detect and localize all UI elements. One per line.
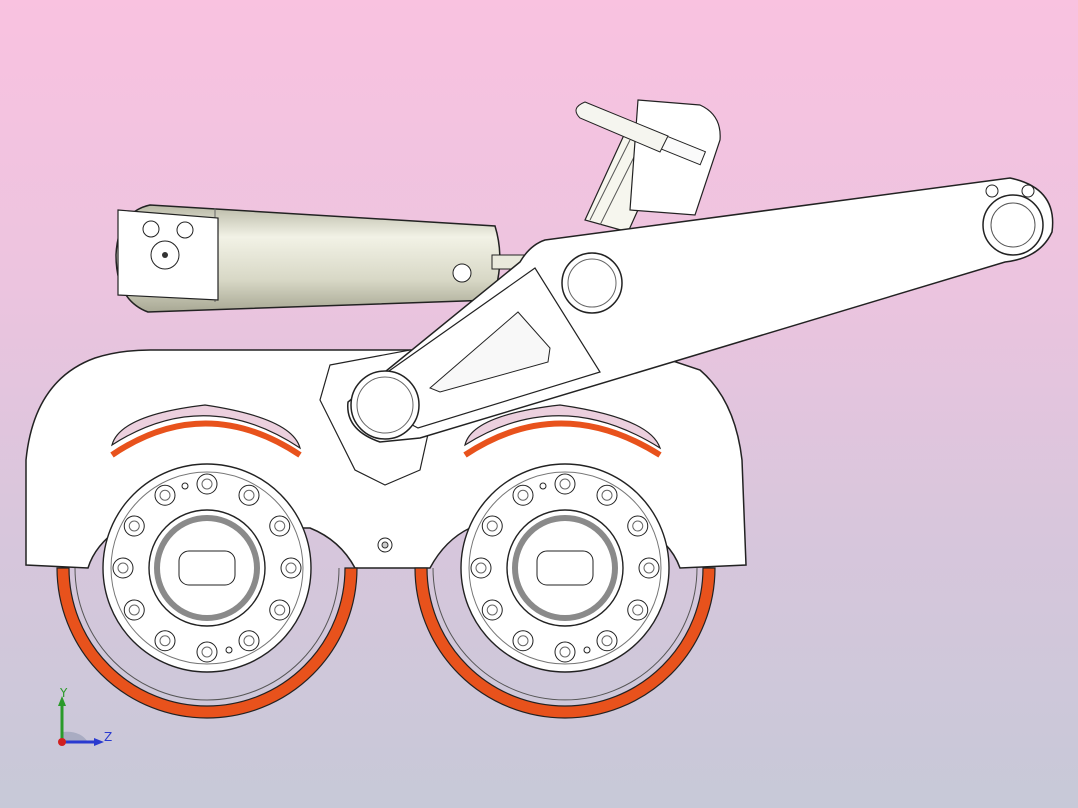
bolt-head: [596, 484, 618, 506]
bolt-head: [596, 630, 618, 652]
bolt-head: [627, 599, 649, 621]
bolt-head: [112, 557, 134, 579]
swing-arm[interactable]: [347, 177, 1054, 443]
bolt-head: [470, 557, 492, 579]
bolt-center: [643, 562, 655, 574]
bolt-center: [201, 478, 213, 490]
bolt-center: [559, 646, 571, 658]
hub-ring: [110, 471, 304, 665]
y-axis-arrow: [58, 696, 66, 706]
z-axis-label: Z: [104, 730, 113, 744]
bolt-head: [481, 515, 503, 537]
bearing-ring: [512, 515, 618, 621]
bolt-head: [123, 599, 145, 621]
bolt-center: [274, 604, 286, 616]
right-wheel[interactable]: [414, 463, 716, 719]
bearing-ring: [154, 515, 260, 621]
bolt-center: [475, 562, 487, 574]
pin-hole: [583, 646, 591, 654]
upper-actuator[interactable]: [575, 99, 721, 233]
view-orientation-triad[interactable]: Y Z: [40, 680, 120, 760]
tire: [414, 567, 716, 719]
rim-edge: [74, 567, 340, 701]
triad-axes: [58, 696, 104, 746]
bolt-center: [486, 604, 498, 616]
hub-ring: [468, 471, 662, 665]
bolt-head: [554, 473, 576, 495]
bolt-head: [238, 484, 260, 506]
triad-plane: [62, 731, 88, 742]
y-axis-label: Y: [60, 686, 68, 700]
bolt-head: [196, 473, 218, 495]
tire: [56, 567, 358, 719]
bolt-head: [154, 630, 176, 652]
bolt-center: [159, 635, 171, 647]
z-axis-arrow: [94, 738, 104, 746]
rim-edge: [432, 567, 698, 701]
bolt-head: [512, 484, 534, 506]
bolt-center: [243, 635, 255, 647]
bolt-head: [638, 557, 660, 579]
left-wheel[interactable]: [56, 463, 358, 719]
bolt-center: [559, 478, 571, 490]
bolt-head: [627, 515, 649, 537]
bolt-head: [280, 557, 302, 579]
bolt-center: [486, 520, 498, 532]
bolt-head: [196, 641, 218, 663]
hydraulic-cylinder[interactable]: [115, 204, 533, 313]
bolt-center: [128, 520, 140, 532]
bolt-head: [154, 484, 176, 506]
pin-hole: [539, 482, 547, 490]
axle-slot: [536, 550, 594, 586]
pin-hole: [225, 646, 233, 654]
bolt-center: [128, 604, 140, 616]
bolt-center: [159, 489, 171, 501]
bolt-head: [554, 641, 576, 663]
bolt-center: [201, 646, 213, 658]
bolt-head: [481, 599, 503, 621]
bolt-center: [601, 635, 613, 647]
bolt-center: [601, 489, 613, 501]
bolt-center: [274, 520, 286, 532]
x-axis-dot: [58, 738, 66, 746]
bolt-center: [117, 562, 129, 574]
axle-slot: [178, 550, 236, 586]
bolt-center: [517, 635, 529, 647]
bolt-center: [285, 562, 297, 574]
bolt-head: [269, 515, 291, 537]
bolt-center: [517, 489, 529, 501]
bolt-head: [512, 630, 534, 652]
pin-hole: [181, 482, 189, 490]
bolt-head: [238, 630, 260, 652]
bolt-center: [632, 604, 644, 616]
bolt-head: [269, 599, 291, 621]
bolt-head: [123, 515, 145, 537]
bolt-center: [243, 489, 255, 501]
bolt-center: [632, 520, 644, 532]
